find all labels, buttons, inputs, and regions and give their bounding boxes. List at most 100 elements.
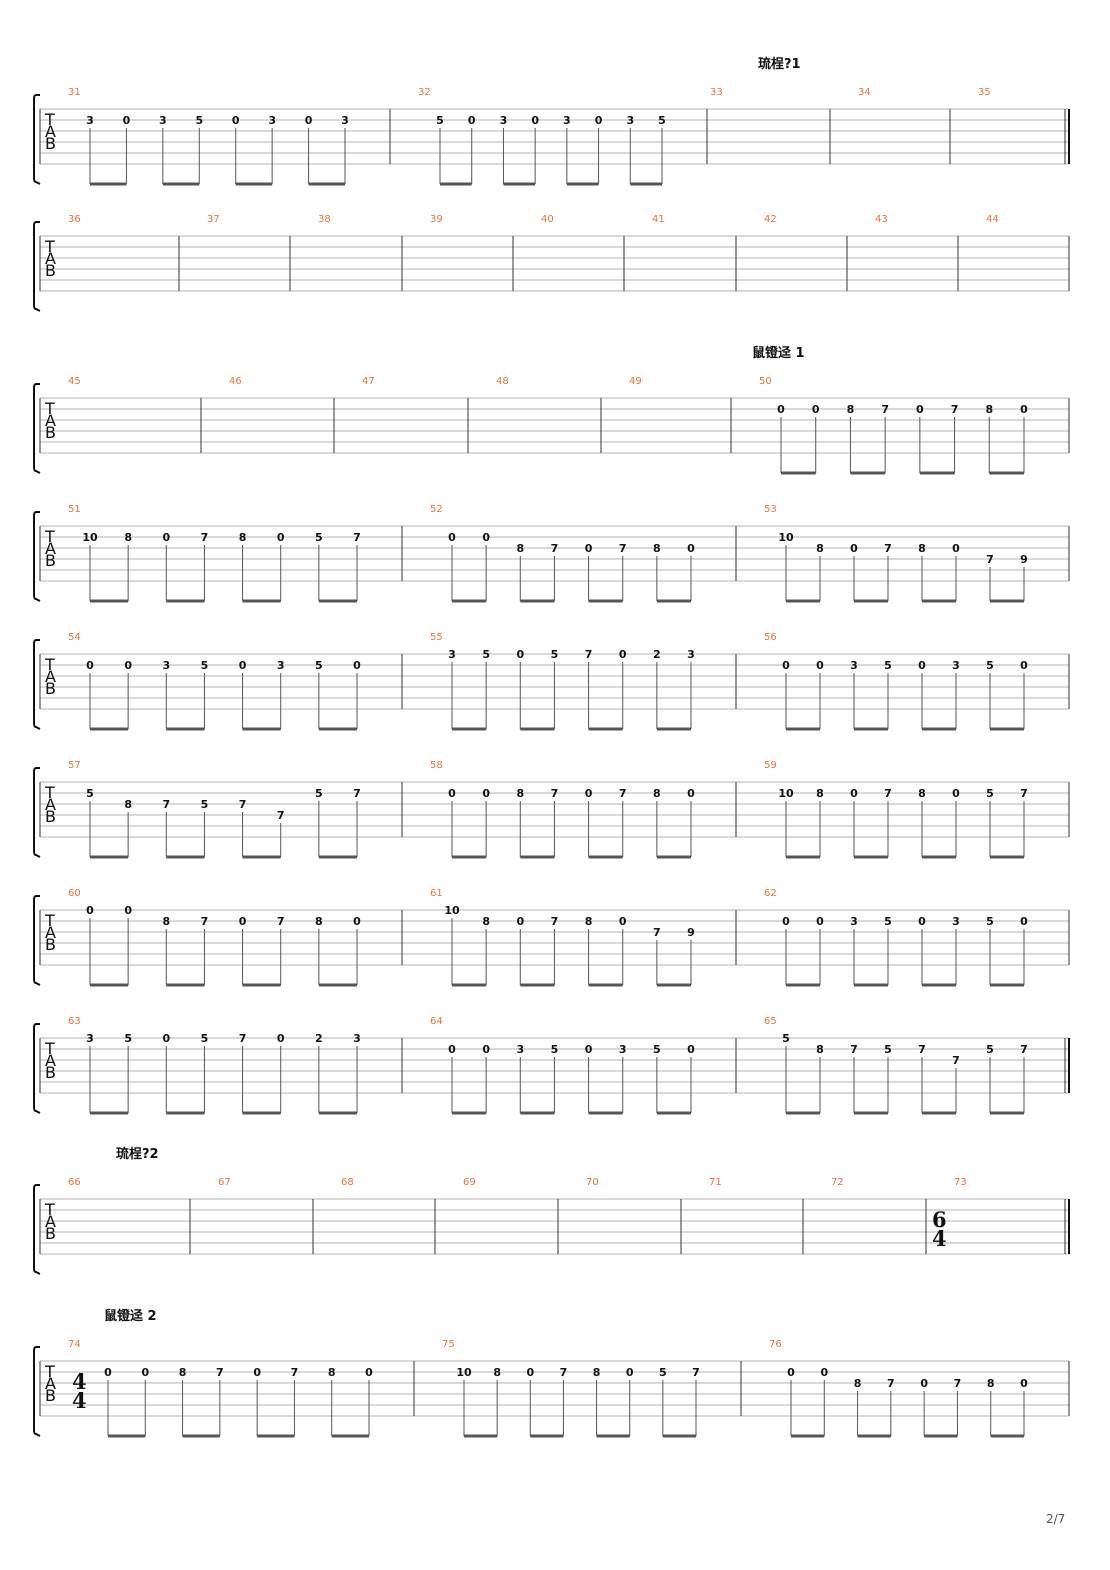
fret-number: 0	[526, 1366, 534, 1379]
fret-number: 5	[86, 787, 94, 800]
measure-number: 56	[764, 632, 777, 643]
measure-number: 62	[764, 888, 777, 899]
measure-number: 32	[418, 87, 431, 98]
section-label: 鼠镫迳 2	[104, 1308, 157, 1324]
fret-number: 3	[86, 1032, 94, 1045]
tab-clef-letter: A	[45, 1374, 56, 1393]
fret-number: 8	[816, 542, 824, 555]
measure-number: 53	[764, 504, 777, 515]
fret-number: 3	[277, 659, 285, 672]
fret-number: 8	[816, 1043, 824, 1056]
tab-clef-letter: B	[45, 935, 56, 954]
fret-number: 0	[585, 1043, 593, 1056]
tab-clef-letter: T	[44, 655, 55, 674]
fret-number: 0	[782, 915, 790, 928]
time-signature-bottom: 4	[72, 1388, 87, 1413]
tab-clef-letter: B	[45, 423, 56, 442]
measure-number: 73	[954, 1177, 967, 1188]
fret-number: 0	[516, 915, 524, 928]
section-label: 琉桯?1	[758, 56, 801, 72]
fret-number: 10	[82, 531, 98, 544]
fret-number: 0	[162, 1032, 170, 1045]
measure-number: 64	[430, 1016, 443, 1027]
fret-number: 0	[782, 659, 790, 672]
measure-number: 61	[430, 888, 443, 899]
fret-number: 10	[444, 904, 460, 917]
measure-number: 31	[68, 87, 81, 98]
fret-number: 7	[162, 798, 170, 811]
fret-number: 8	[516, 787, 524, 800]
tab-clef-letter: A	[45, 795, 56, 814]
fret-number: 0	[365, 1366, 373, 1379]
tab-clef-letter: T	[44, 527, 55, 546]
fret-number: 7	[952, 1054, 960, 1067]
fret-number: 0	[850, 542, 858, 555]
fret-number: 0	[123, 114, 131, 127]
fret-number: 0	[239, 915, 247, 928]
fret-number: 5	[436, 114, 444, 127]
fret-number: 8	[482, 915, 490, 928]
fret-number: 3	[563, 114, 571, 127]
fret-number: 0	[468, 114, 476, 127]
fret-number: 5	[782, 1032, 790, 1045]
fret-number: 7	[619, 542, 627, 555]
fret-number: 5	[884, 1043, 892, 1056]
time-signature-top: 4	[72, 1369, 87, 1394]
fret-number: 8	[315, 915, 323, 928]
fret-number: 8	[516, 542, 524, 555]
fret-number: 0	[239, 659, 247, 672]
fret-number: 2	[315, 1032, 323, 1045]
tab-clef-letter: A	[45, 249, 56, 268]
fret-number: 3	[448, 648, 456, 661]
fret-number: 3	[850, 915, 858, 928]
fret-number: 5	[315, 531, 323, 544]
tab-clef-letter: T	[44, 1200, 55, 1219]
measure-number: 40	[541, 214, 554, 225]
fret-number: 8	[918, 787, 926, 800]
system-brace	[33, 1184, 41, 1275]
fret-number: 7	[951, 403, 959, 416]
fret-number: 7	[201, 915, 209, 928]
fret-number: 5	[986, 787, 994, 800]
fret-number: 3	[626, 114, 634, 127]
tab-clef-letter: T	[44, 783, 55, 802]
tab-clef-letter: B	[45, 261, 56, 280]
fret-number: 0	[916, 403, 924, 416]
fret-number: 7	[277, 809, 285, 822]
system-brace	[33, 1346, 41, 1437]
fret-number: 7	[692, 1366, 700, 1379]
tab-clef-letter: T	[44, 237, 55, 256]
fret-number: 0	[482, 1043, 490, 1056]
measure-number: 66	[68, 1177, 81, 1188]
measure-number: 51	[68, 504, 81, 515]
fret-number: 8	[162, 915, 170, 928]
measure-number: 70	[586, 1177, 599, 1188]
fret-number: 0	[277, 531, 285, 544]
fret-number: 5	[658, 114, 666, 127]
fret-number: 8	[653, 787, 661, 800]
fret-number: 0	[1020, 915, 1028, 928]
measure-number: 57	[68, 760, 81, 771]
tab-clef-letter: T	[44, 911, 55, 930]
fret-number: 7	[239, 798, 247, 811]
fret-number: 0	[816, 659, 824, 672]
tab-clef-letter: B	[45, 1063, 56, 1082]
fret-number: 8	[854, 1377, 862, 1390]
measure-number: 43	[875, 214, 888, 225]
measure-number: 52	[430, 504, 443, 515]
fret-number: 8	[124, 798, 132, 811]
fret-number: 0	[531, 114, 539, 127]
tab-clef-letter: A	[45, 923, 56, 942]
fret-number: 0	[232, 114, 240, 127]
fret-number: 0	[920, 1377, 928, 1390]
fret-number: 0	[595, 114, 603, 127]
fret-number: 10	[456, 1366, 472, 1379]
tab-clef-letter: A	[45, 539, 56, 558]
fret-number: 5	[201, 1032, 209, 1045]
tab-clef-letter: B	[45, 1224, 56, 1243]
fret-number: 0	[353, 659, 361, 672]
fret-number: 5	[195, 114, 203, 127]
